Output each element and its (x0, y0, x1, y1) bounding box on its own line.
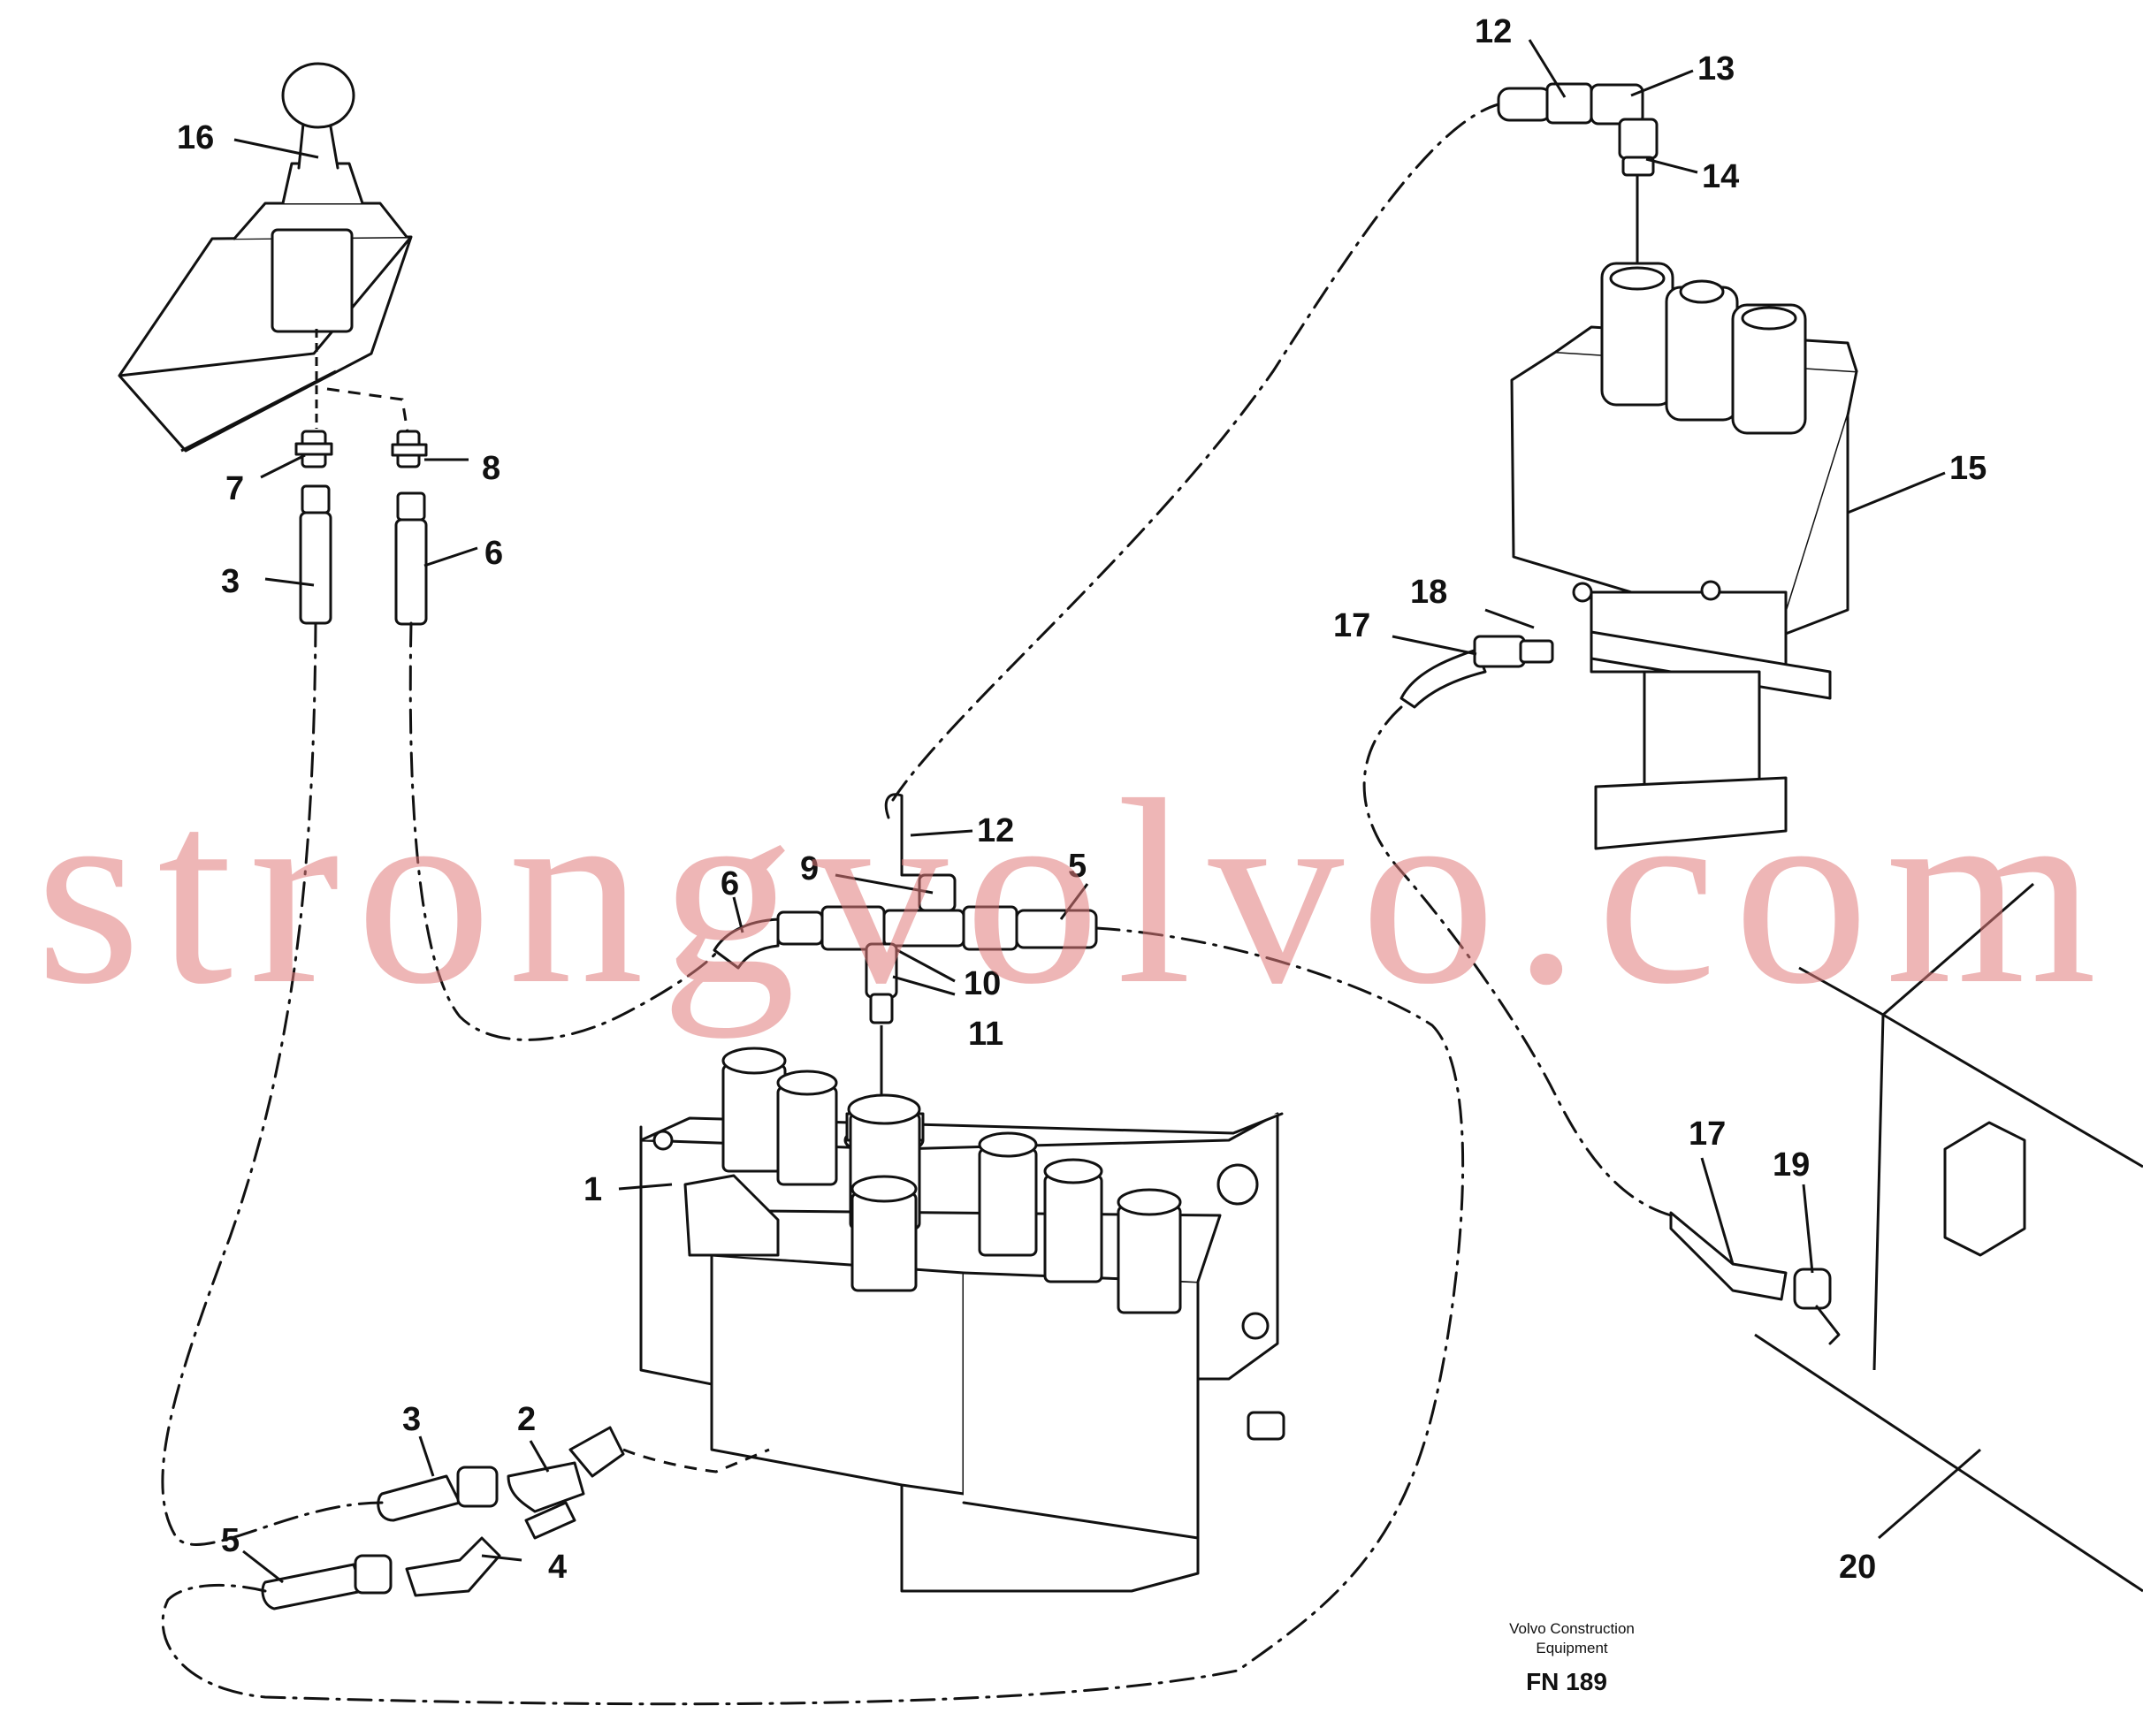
hose-routes (161, 103, 1673, 1706)
callout-15: 15 (1949, 450, 1987, 487)
callout-12-top: 12 (1475, 13, 1512, 50)
callout-3-lower: 3 (402, 1401, 421, 1438)
caption: Volvo Construction Equipment FN 189 (1509, 1620, 1635, 1695)
caption-company-line2: Equipment (1536, 1640, 1608, 1656)
left-fittings (294, 430, 428, 626)
callout-4: 4 (548, 1549, 567, 1586)
callout-7: 7 (225, 470, 244, 507)
callout-12-middle: 12 (977, 812, 1014, 849)
cab-wall-20 (1669, 882, 2143, 1593)
callout-9: 9 (800, 850, 819, 887)
t-junction-fittings (713, 793, 1098, 1094)
leader-lines (233, 39, 1981, 1584)
callout-19: 19 (1773, 1146, 1810, 1184)
caption-company-line1: Volvo Construction (1509, 1620, 1635, 1637)
callout-14: 14 (1702, 158, 1739, 195)
callout-5-upper: 5 (1068, 848, 1087, 885)
callout-20: 20 (1839, 1549, 1876, 1586)
watermark-text: strongvolvo.com (35, 745, 2113, 1039)
callout-6-upper: 6 (484, 535, 503, 572)
callout-2: 2 (517, 1401, 536, 1438)
callout-13: 13 (1697, 50, 1735, 88)
callout-6-middle: 6 (721, 865, 739, 902)
caption-figure-code: FN 189 (1526, 1668, 1607, 1695)
pilot-valve-15 (1399, 82, 1858, 850)
lower-left-fittings (261, 1426, 625, 1610)
joystick-assembly (118, 62, 413, 453)
callout-labels: 16 7 8 3 6 12 13 14 15 18 17 12 9 5 6 10… (177, 13, 1987, 1586)
callout-3-upper: 3 (221, 563, 240, 600)
main-valve-block (639, 1047, 1285, 1593)
callout-1: 1 (583, 1171, 602, 1208)
callout-16: 16 (177, 119, 214, 156)
callout-17-upper: 17 (1333, 607, 1370, 644)
callout-8: 8 (482, 450, 500, 487)
callout-18: 18 (1410, 574, 1447, 611)
callout-11: 11 (968, 1016, 1003, 1053)
callout-10: 10 (964, 965, 1001, 1002)
callout-5-lower: 5 (221, 1522, 240, 1559)
callout-17-lower: 17 (1689, 1115, 1726, 1153)
